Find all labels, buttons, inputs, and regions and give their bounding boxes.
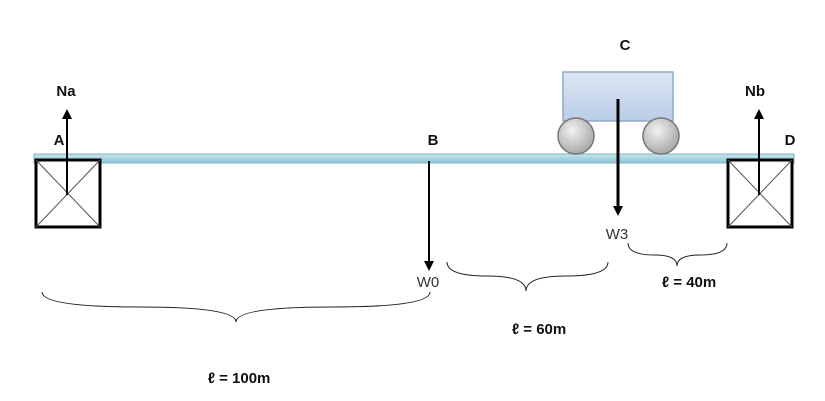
label-reaction-a: Na xyxy=(56,83,76,100)
dimension-span-middle: ℓ = 60m xyxy=(512,321,566,338)
label-weight-w3: W3 xyxy=(606,226,629,243)
label-point-b: B xyxy=(428,132,439,149)
beam xyxy=(33,153,795,164)
cart-wheel-right xyxy=(642,117,680,155)
label-point-a: A xyxy=(54,132,65,149)
label-weight-w0: W0 xyxy=(417,274,440,291)
brace-span-total xyxy=(41,291,431,323)
dimension-span-right: ℓ = 40m xyxy=(662,274,716,291)
cart xyxy=(557,71,680,155)
cart-wheel-left xyxy=(557,117,595,155)
brace-span-middle xyxy=(446,261,609,292)
brace-span-right xyxy=(627,242,728,267)
label-point-c: C xyxy=(620,37,631,54)
label-point-d: D xyxy=(785,132,796,149)
dimension-span-total: ℓ = 100m xyxy=(208,370,271,387)
label-reaction-b: Nb xyxy=(745,83,765,100)
